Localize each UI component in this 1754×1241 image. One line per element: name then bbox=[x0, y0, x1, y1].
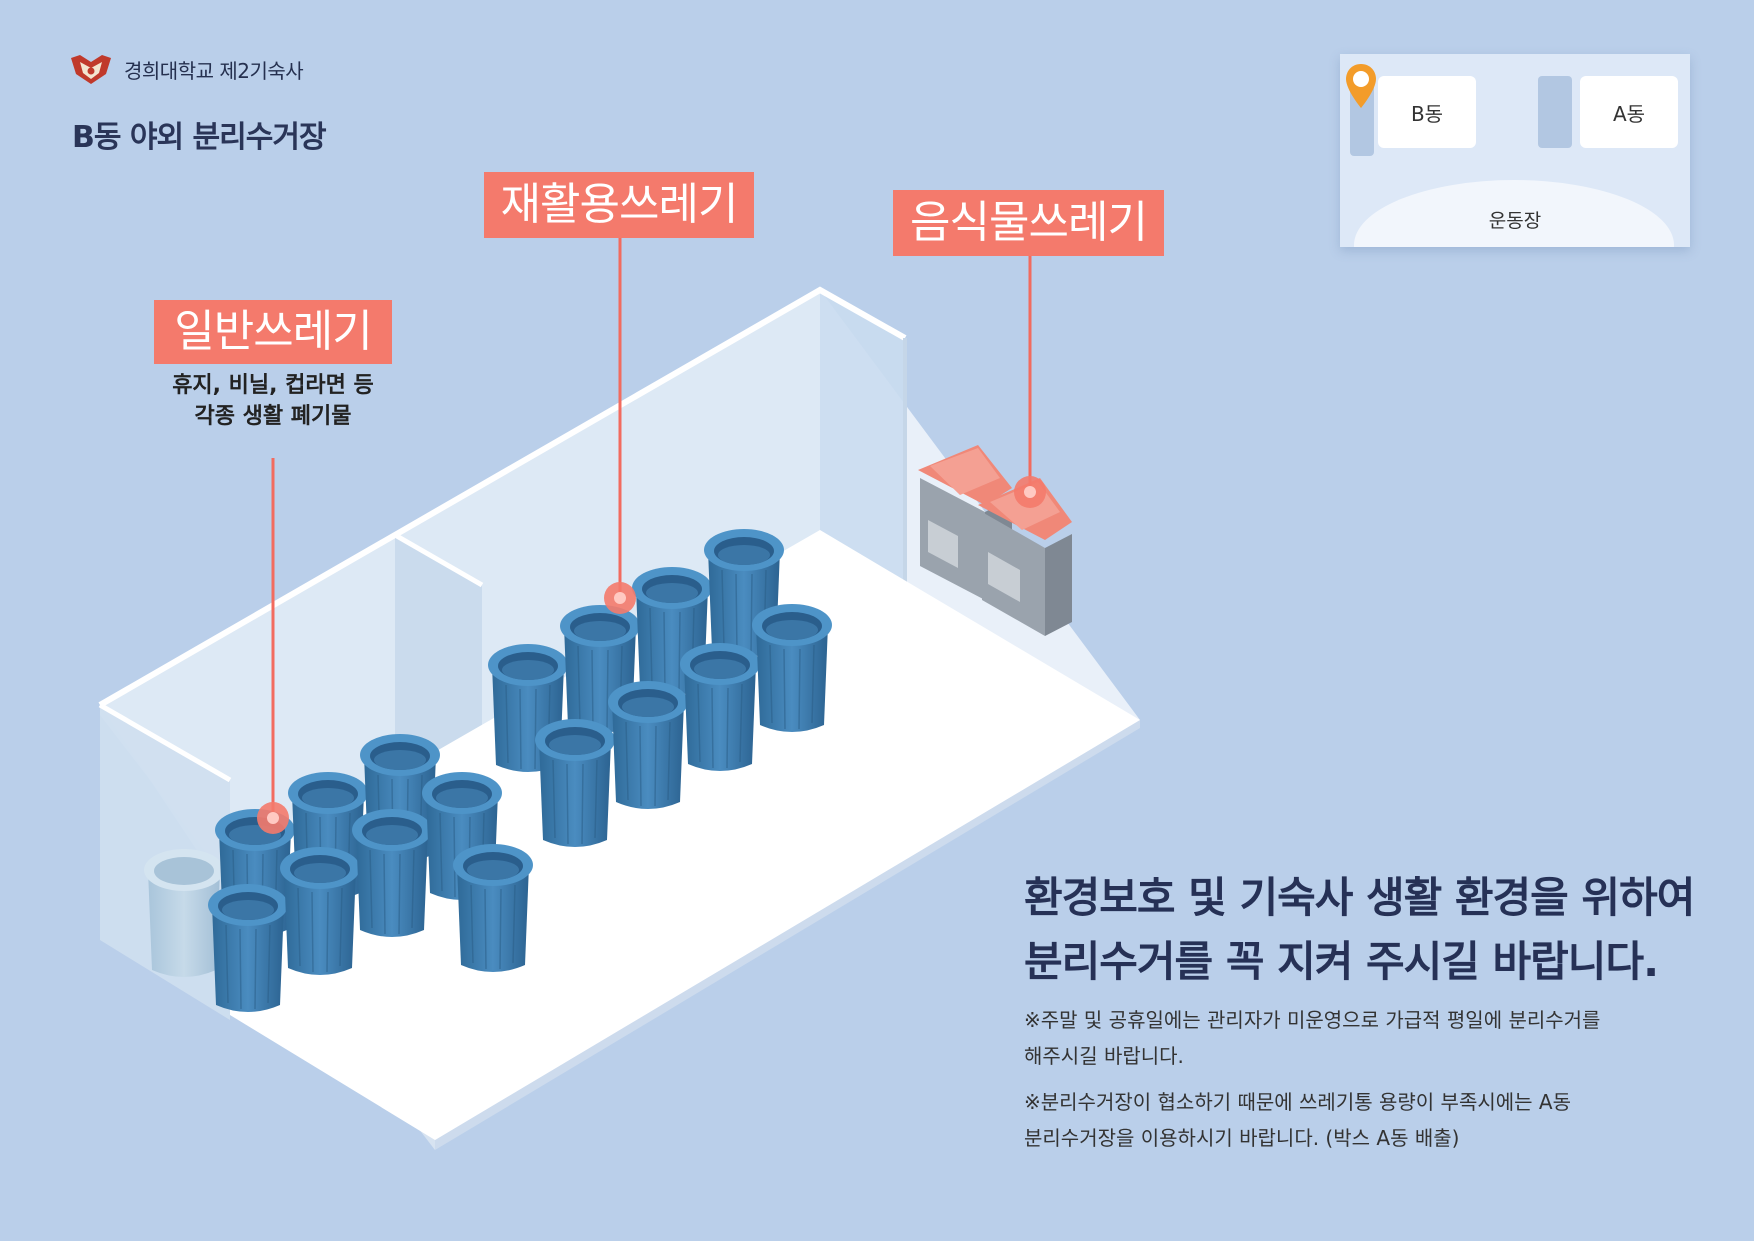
location-pin-icon bbox=[1346, 64, 1376, 108]
field-label: 운동장 bbox=[1488, 210, 1542, 232]
page-title: B동 야외 분리수거장 bbox=[72, 120, 327, 155]
notice-headline: 환경보호 및 기숙사 생활 환경을 위하여 분리수거를 꼭 지켜 주시길 바랍니… bbox=[1024, 866, 1724, 994]
location-minimap: 운동장 B동 A동 bbox=[1340, 54, 1690, 247]
org-name: 경희대학교 제2기숙사 bbox=[124, 58, 304, 83]
building-b: B동 bbox=[1378, 76, 1476, 148]
notice-note2-line2: 분리수거장을 이용하시기 바랍니다. (박스 A동 배출) bbox=[1024, 1126, 1460, 1150]
recycle-waste-label: 재활용쓰레기 bbox=[484, 172, 754, 238]
general-waste-label: 일반쓰레기 bbox=[154, 300, 392, 364]
notice-note-weekend: ※주말 및 공휴일에는 관리자가 미운영으로 가급적 평일에 분리수거를 해주시… bbox=[1024, 1002, 1724, 1074]
building-a-strip bbox=[1538, 76, 1572, 148]
notice-headline-line2: 분리수거를 꼭 지켜 주시길 바랍니다. bbox=[1024, 937, 1659, 986]
food-waste-label: 음식물쓰레기 bbox=[893, 190, 1164, 256]
general-waste-desc-line2: 각종 생활 폐기물 bbox=[194, 404, 352, 429]
building-a: A동 bbox=[1580, 76, 1678, 148]
general-waste-desc-line1: 휴지, 비닐, 컵라면 등 bbox=[172, 373, 374, 398]
university-crest-icon bbox=[71, 55, 111, 84]
notice-headline-line1: 환경보호 및 기숙사 생활 환경을 위하여 bbox=[1024, 873, 1695, 922]
header-logo: 경희대학교 제2기숙사 bbox=[68, 52, 304, 86]
notice-note-capacity: ※분리수거장이 협소하기 때문에 쓰레기통 용량이 부족시에는 A동 분리수거장… bbox=[1024, 1084, 1724, 1156]
notice-note2-line1: ※분리수거장이 협소하기 때문에 쓰레기통 용량이 부족시에는 A동 bbox=[1024, 1090, 1571, 1114]
general-waste-description: 휴지, 비닐, 컵라면 등 각종 생활 폐기물 bbox=[140, 370, 406, 432]
notice-note1-line1: ※주말 및 공휴일에는 관리자가 미운영으로 가급적 평일에 분리수거를 bbox=[1024, 1008, 1601, 1032]
notice-note1-line2: 해주시길 바랍니다. bbox=[1024, 1044, 1184, 1068]
notice-block: 환경보호 및 기숙사 생활 환경을 위하여 분리수거를 꼭 지켜 주시길 바랍니… bbox=[1024, 866, 1724, 1156]
